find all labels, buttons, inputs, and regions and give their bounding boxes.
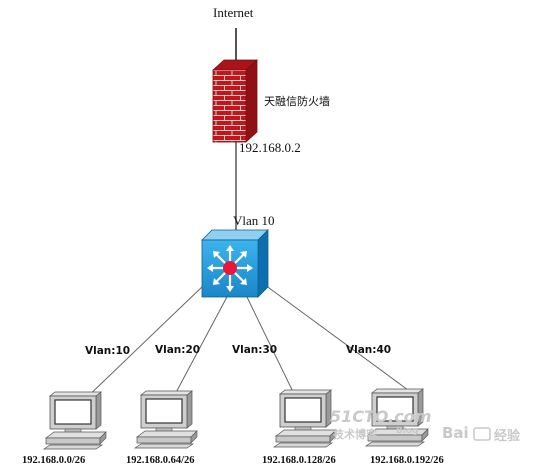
link-vlan20 xyxy=(171,294,229,401)
watermark-baidu: Bai xyxy=(442,424,469,442)
host-subnet-label: 192.168.0.128/26 xyxy=(262,455,336,466)
internet-label: Internet xyxy=(213,5,254,20)
computer-icon xyxy=(364,388,429,447)
link-vlan40 xyxy=(264,284,409,391)
link-vlan10 xyxy=(81,284,205,403)
host-subnet-label: 192.168.0.64/26 xyxy=(126,455,195,466)
watermark-jingyan: 经验 xyxy=(494,429,521,444)
computer-icon xyxy=(133,390,198,449)
link-vlan-label: Vlan:10 xyxy=(85,345,131,357)
link-vlan-label: Vlan:40 xyxy=(346,344,392,356)
hosts-layer xyxy=(42,388,429,450)
firewall-label: 天融信防火墙 xyxy=(264,95,330,108)
computer-icon xyxy=(42,391,107,450)
watermark-site: 51CTO.com xyxy=(330,407,432,426)
connection-lines xyxy=(81,28,409,403)
watermark-blog: Blog xyxy=(396,426,419,436)
link-vlan-label: Vlan:30 xyxy=(232,344,278,356)
firewall-ip-label: 192.168.0.2 xyxy=(239,140,301,155)
watermark-site-sub: 技术博客 xyxy=(333,428,377,441)
link-vlan30 xyxy=(245,294,297,399)
host-subnet-label: 192.168.0.192/26 xyxy=(370,455,444,466)
watermark-graphics xyxy=(473,427,491,441)
layer3-switch-icon xyxy=(201,229,269,298)
computer-icon xyxy=(272,389,337,448)
host-subnet-label: 192.168.0.0/26 xyxy=(22,455,86,466)
link-vlan-label: Vlan:20 xyxy=(155,344,201,356)
firewall-brick-wall-icon xyxy=(211,59,259,143)
switch-vlan-label: Vlan 10 xyxy=(233,213,275,228)
